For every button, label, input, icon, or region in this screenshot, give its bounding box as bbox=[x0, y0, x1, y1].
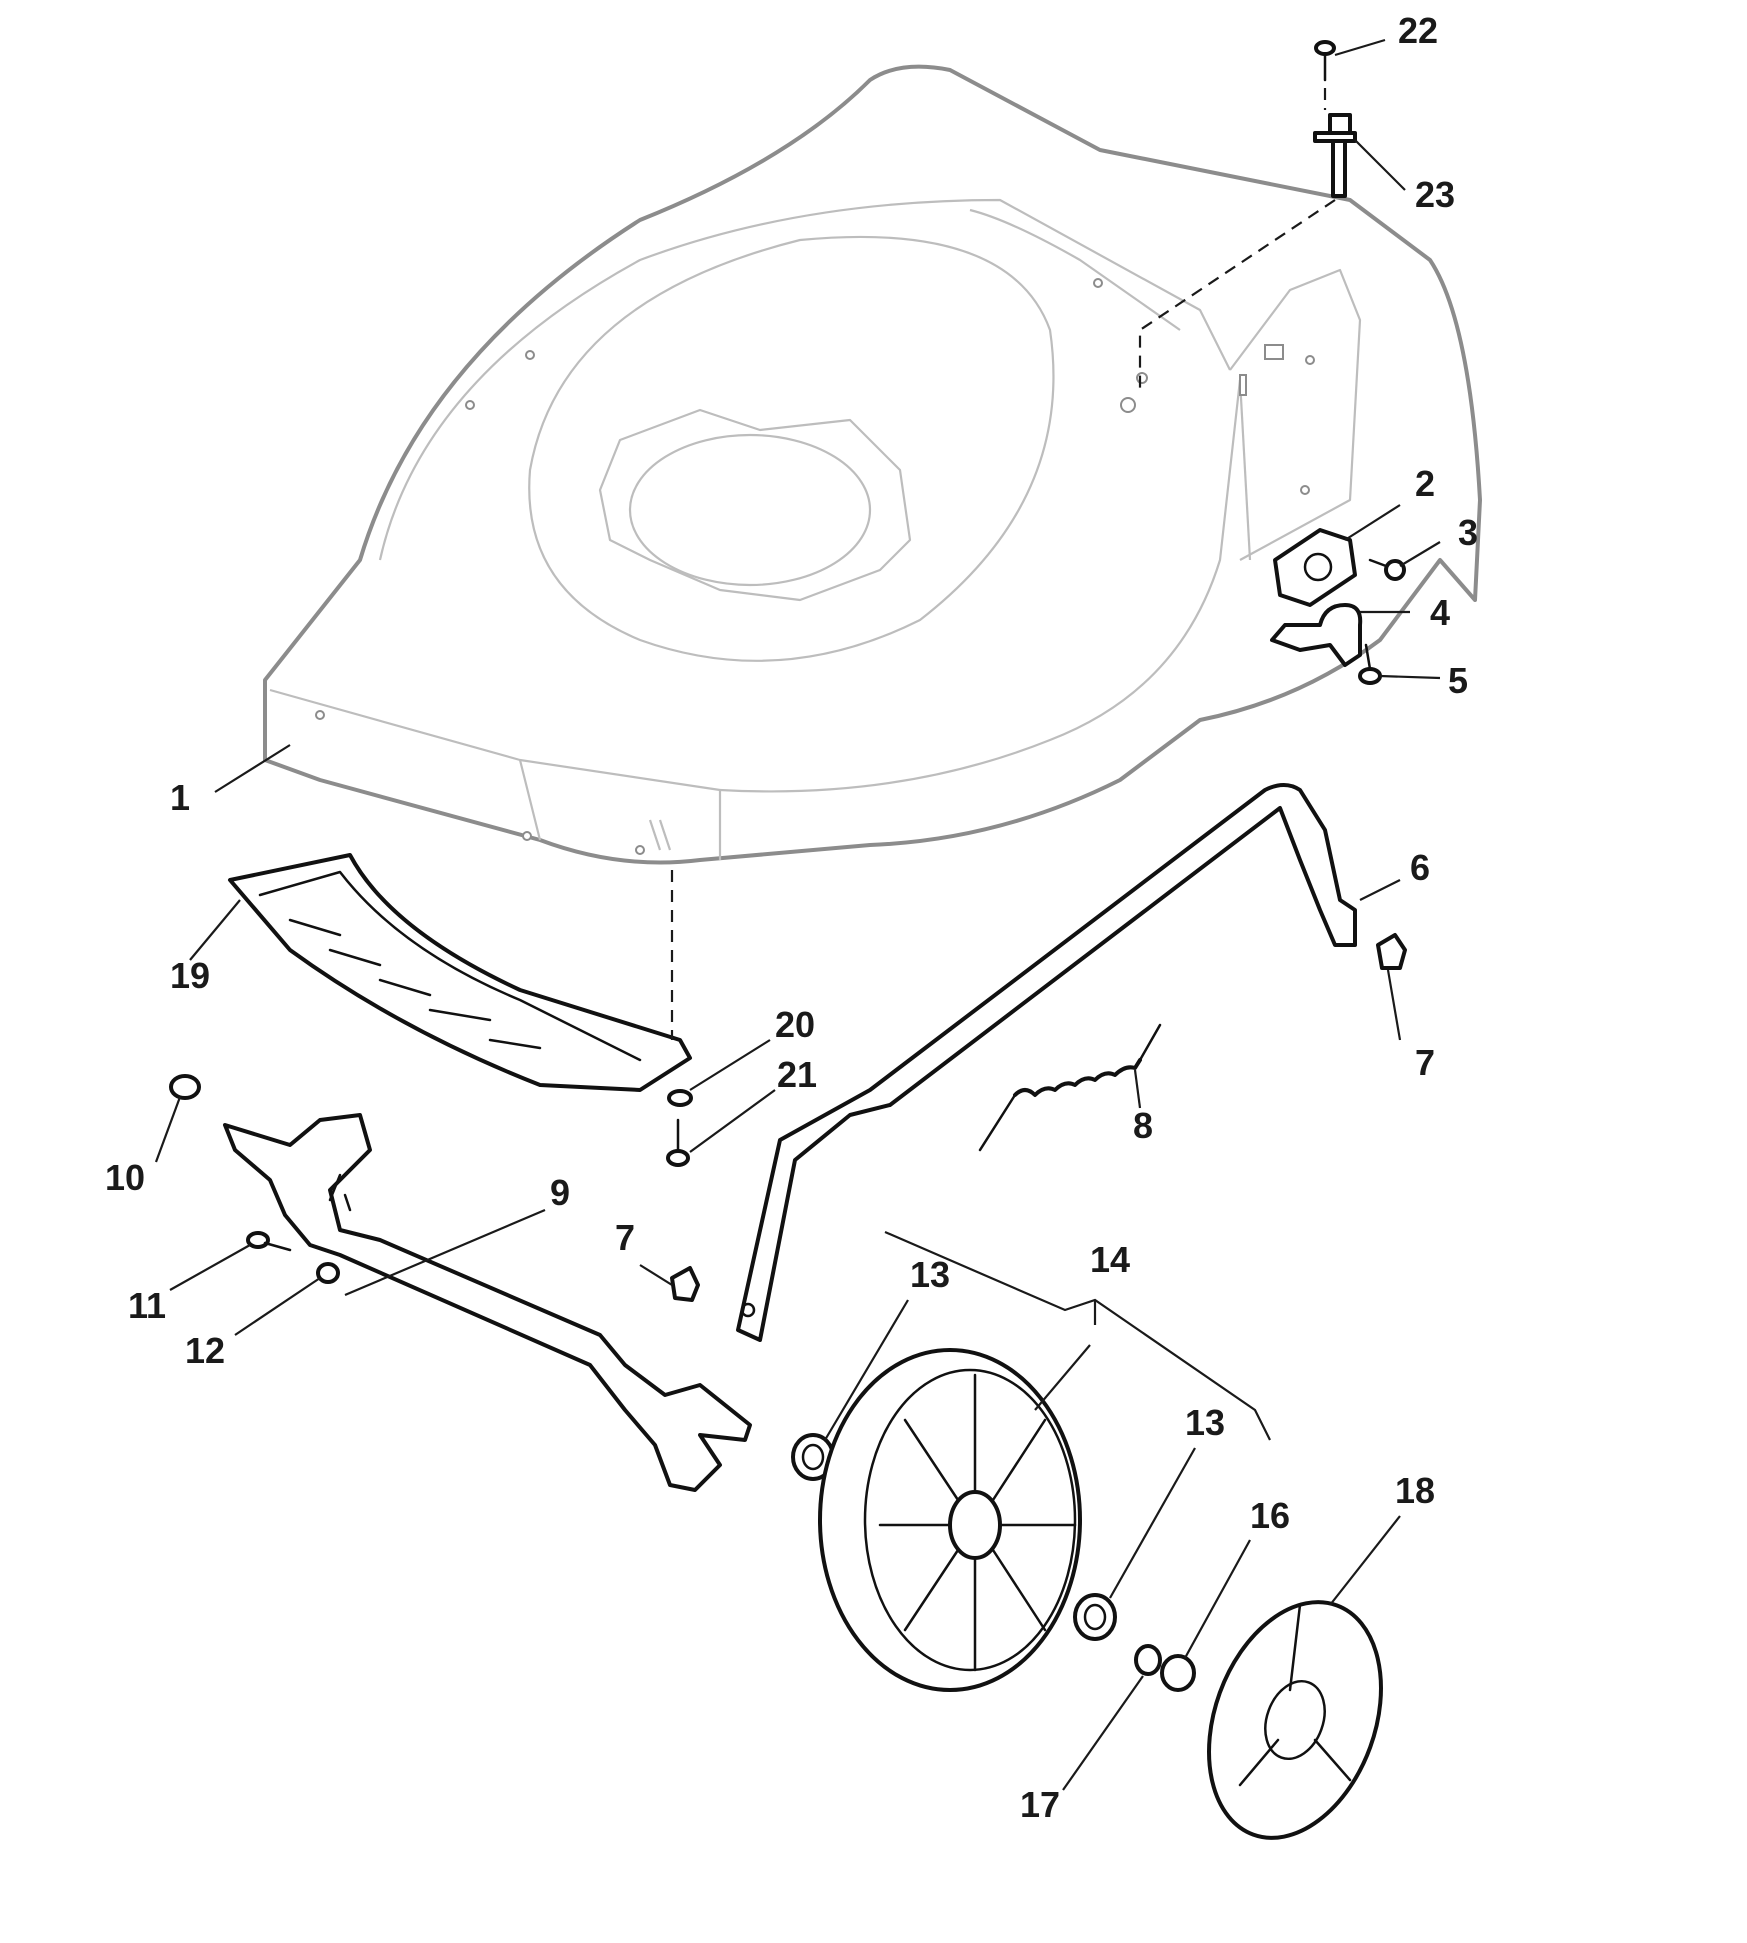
label-16: 16 bbox=[1250, 1495, 1290, 1536]
flap-washer bbox=[667, 1089, 693, 1107]
label-1: 1 bbox=[170, 777, 190, 818]
label-19: 19 bbox=[170, 955, 210, 996]
label-18: 18 bbox=[1395, 1470, 1435, 1511]
label-21: 21 bbox=[777, 1054, 817, 1095]
label-12: 12 bbox=[185, 1330, 225, 1371]
flap-screw bbox=[666, 1118, 690, 1167]
label-4: 4 bbox=[1430, 592, 1450, 633]
label-9: 9 bbox=[550, 1172, 570, 1213]
handle-lever bbox=[736, 783, 1357, 1342]
top-screw bbox=[1314, 40, 1336, 82]
spring bbox=[978, 1023, 1162, 1152]
leader-lines bbox=[154, 38, 1441, 1791]
label-2: 2 bbox=[1415, 463, 1435, 504]
bushing-left bbox=[670, 1266, 700, 1302]
bracket bbox=[1273, 528, 1357, 607]
label-13-front: 13 bbox=[910, 1254, 950, 1295]
label-7-left: 7 bbox=[615, 1217, 635, 1258]
washer bbox=[1134, 1644, 1162, 1676]
bolt bbox=[246, 1231, 292, 1252]
callout-labels: 1 2 3 4 5 6 7 8 9 10 11 12 13 14 13 16 1… bbox=[105, 10, 1478, 1825]
label-23: 23 bbox=[1415, 174, 1455, 215]
label-8: 8 bbox=[1133, 1105, 1153, 1146]
lock-nut bbox=[1160, 1654, 1196, 1692]
clamp bbox=[1270, 603, 1363, 667]
axle-bushing bbox=[169, 1074, 201, 1100]
hub-cap bbox=[1207, 1600, 1383, 1840]
label-5: 5 bbox=[1448, 660, 1468, 701]
label-6: 6 bbox=[1410, 847, 1430, 888]
label-20: 20 bbox=[775, 1004, 815, 1045]
label-11: 11 bbox=[128, 1285, 166, 1326]
bushing-right bbox=[1376, 933, 1407, 970]
label-10: 10 bbox=[105, 1157, 145, 1198]
label-14: 14 bbox=[1090, 1239, 1130, 1280]
mower-deck bbox=[263, 64, 1482, 865]
label-7-right: 7 bbox=[1415, 1042, 1435, 1083]
label-3: 3 bbox=[1458, 512, 1478, 553]
pivot-pin bbox=[1313, 113, 1357, 198]
rear-axle bbox=[223, 1113, 752, 1492]
bearing-rear bbox=[1073, 1593, 1117, 1641]
label-17: 17 bbox=[1020, 1784, 1060, 1825]
screw-a bbox=[1368, 558, 1406, 581]
nut bbox=[316, 1262, 340, 1284]
label-13-rear: 13 bbox=[1185, 1402, 1225, 1443]
wheel bbox=[818, 1348, 1082, 1692]
front-flap bbox=[228, 853, 692, 1092]
label-22: 22 bbox=[1398, 10, 1438, 51]
